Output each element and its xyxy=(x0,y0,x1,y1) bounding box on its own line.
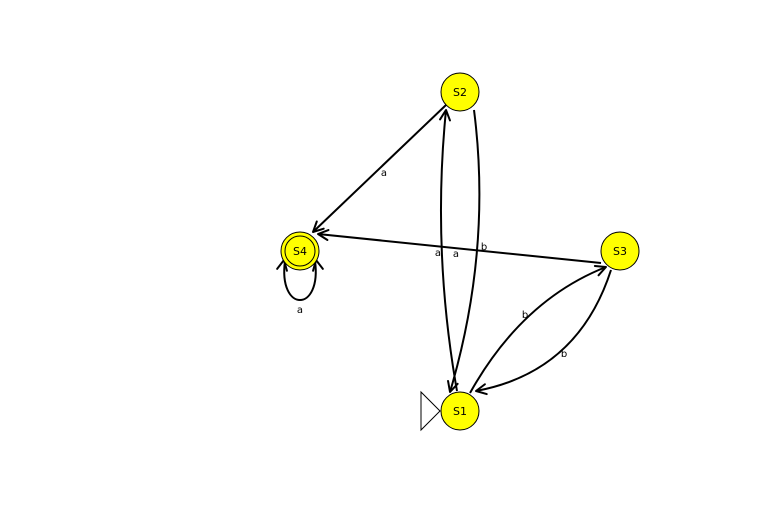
transition-line xyxy=(317,233,602,264)
transition-line xyxy=(312,104,447,233)
transition-label: a xyxy=(453,249,459,260)
state-circle xyxy=(280,231,320,271)
state-label: S2 xyxy=(453,86,467,99)
transition-label: b xyxy=(481,242,487,253)
state-label: S1 xyxy=(453,405,467,418)
state-circle xyxy=(440,391,480,431)
state-s2[interactable]: S2 xyxy=(440,72,480,112)
arrowhead xyxy=(447,379,459,393)
transition-line xyxy=(469,266,607,394)
state-label: S4 xyxy=(293,245,307,258)
arrowhead xyxy=(475,383,488,396)
arrowhead xyxy=(593,265,607,277)
accepting-ring xyxy=(284,235,316,267)
transitions-layer: a b a a b b a xyxy=(276,104,612,396)
transition-label: a xyxy=(297,305,303,316)
transition-s1-to-s3[interactable]: b xyxy=(469,265,607,394)
state-s3[interactable]: S3 xyxy=(600,231,640,271)
state-label: S3 xyxy=(613,245,627,258)
transition-s3-to-s1[interactable]: b xyxy=(475,269,612,396)
start-state-marker xyxy=(420,390,441,432)
transition-line xyxy=(439,109,458,392)
transition-line xyxy=(475,269,612,392)
arrowhead xyxy=(317,229,330,241)
transition-label: a xyxy=(381,168,387,179)
transition-s2-to-s4[interactable]: a xyxy=(312,104,447,233)
transition-label: a xyxy=(435,248,441,259)
transition-label: b xyxy=(522,310,528,321)
transition-line xyxy=(283,260,317,301)
state-s4[interactable]: S4 xyxy=(280,231,320,271)
arrowhead xyxy=(439,109,451,122)
transition-label: b xyxy=(561,349,567,360)
transition-s3-to-s4[interactable]: a xyxy=(317,229,602,264)
state-s1[interactable]: S1 xyxy=(420,390,480,432)
transition-s1-to-s2[interactable]: a xyxy=(435,109,458,392)
state-circle xyxy=(600,231,640,271)
state-circle xyxy=(440,72,480,112)
arrowhead xyxy=(312,220,325,233)
